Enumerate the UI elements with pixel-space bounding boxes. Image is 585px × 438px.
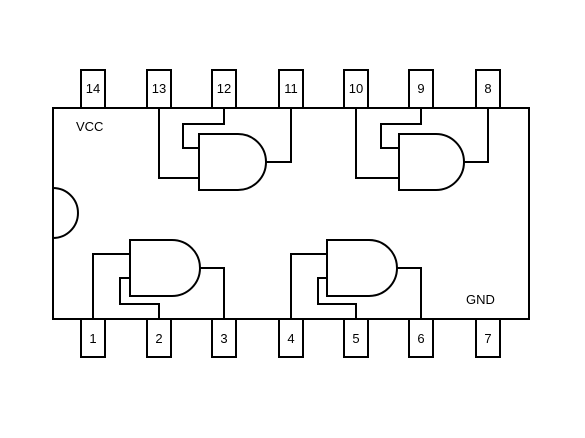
- wire-pin2: [119, 277, 160, 319]
- pin-label: 11: [284, 81, 298, 96]
- pin-label: 7: [484, 331, 491, 346]
- pin-label: 13: [152, 81, 166, 96]
- pin-7: 7: [475, 318, 501, 358]
- and-gate-symbol: [398, 133, 465, 191]
- pin-label: 10: [349, 81, 363, 96]
- pin-label: 1: [89, 331, 96, 346]
- and-gate-symbol: [129, 239, 201, 297]
- pin-label: 6: [417, 331, 424, 346]
- pin-13: 13: [146, 69, 172, 109]
- pin-1: 1: [80, 318, 106, 358]
- orientation-notch: [52, 187, 79, 239]
- pin-4: 4: [278, 318, 304, 358]
- top-pins: 14 13 12 11 10 9 8: [80, 69, 501, 109]
- pin-10: 10: [343, 69, 369, 109]
- wire-pin4: [290, 253, 327, 319]
- and-gate-b: [290, 239, 422, 319]
- pin-label: 4: [287, 331, 294, 346]
- pin-label: 5: [352, 331, 359, 346]
- pin-5: 5: [343, 318, 369, 358]
- wire-pin13: [158, 108, 199, 179]
- bottom-pins: 1 2 3 4 5 6 7: [80, 318, 501, 358]
- wire-pin12: [182, 108, 225, 149]
- and-gate-c: [158, 108, 292, 191]
- pin-label: 3: [220, 331, 227, 346]
- vcc-label: VCC: [76, 119, 103, 134]
- pin-14: 14: [80, 69, 106, 109]
- pin-3: 3: [211, 318, 237, 358]
- pin-label: 12: [217, 81, 231, 96]
- pin-label: 8: [484, 81, 491, 96]
- pin-12: 12: [211, 69, 237, 109]
- wire-pin8: [464, 108, 489, 163]
- wire-pin6: [397, 267, 422, 319]
- wire-pin10: [355, 108, 399, 179]
- wire-pin5: [317, 277, 357, 319]
- and-gate-symbol: [198, 133, 267, 191]
- and-gate-d: [355, 108, 489, 191]
- pin-label: 9: [417, 81, 424, 96]
- and-gate-a: [92, 239, 225, 319]
- pin-8: 8: [475, 69, 501, 109]
- pin-label: 14: [86, 81, 100, 96]
- pin-11: 11: [278, 69, 304, 109]
- wire-pin3: [200, 267, 225, 319]
- pin-6: 6: [408, 318, 434, 358]
- and-gate-symbol: [326, 239, 398, 297]
- wire-pin11: [266, 108, 292, 163]
- wire-pin1: [92, 253, 130, 319]
- wire-pin9: [380, 108, 422, 149]
- gnd-label: GND: [466, 292, 495, 307]
- pin-9: 9: [408, 69, 434, 109]
- pin-2: 2: [146, 318, 172, 358]
- pin-label: 2: [155, 331, 162, 346]
